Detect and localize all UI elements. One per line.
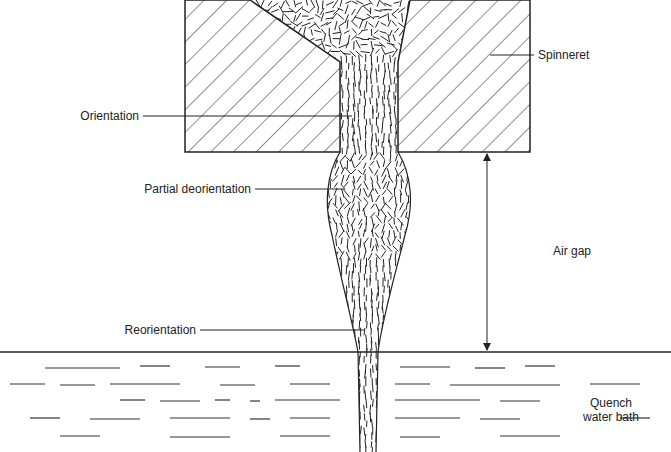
- part-label: Orientation: [80, 109, 139, 123]
- spinneret-right: [398, 0, 530, 152]
- part-label: Air gap: [553, 244, 591, 258]
- water-surface: [0, 351, 671, 352]
- leader-line: [143, 116, 352, 117]
- leader-line: [255, 189, 345, 190]
- dimension-arrow: [487, 154, 488, 350]
- fiber-outline: [327, 152, 410, 452]
- part-label: Spinneret: [538, 48, 589, 62]
- part-label: Quench water bath: [580, 396, 642, 425]
- spinneret-left: [185, 0, 340, 152]
- polymer-texture: [247, 0, 413, 452]
- leader-line: [200, 330, 364, 331]
- water-dashes: [10, 366, 650, 437]
- leader-line: [490, 55, 534, 56]
- part-label: Partial deorientation: [144, 182, 251, 196]
- part-label: Reorientation: [125, 323, 196, 337]
